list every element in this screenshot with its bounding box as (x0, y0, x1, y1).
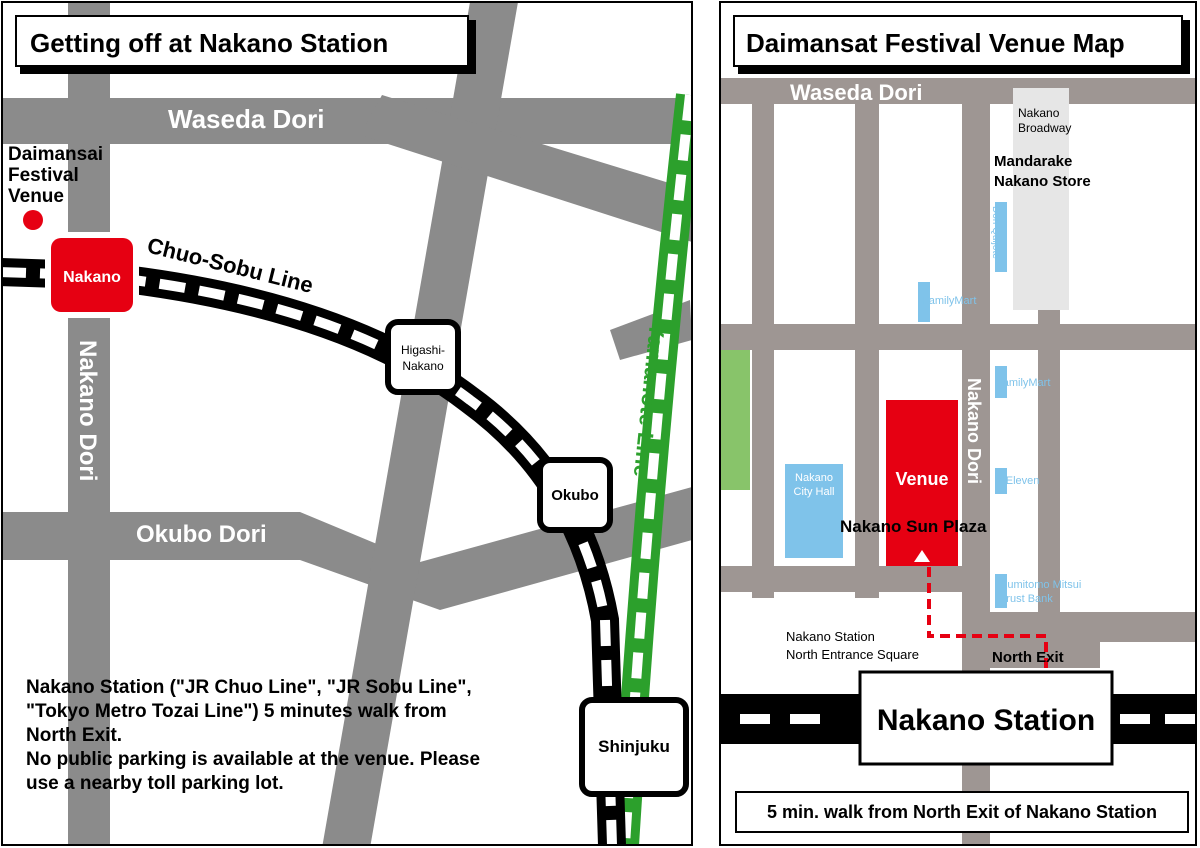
right-footer-box (735, 791, 1189, 833)
sumitomo-shop (995, 574, 1007, 608)
venue-label: Venue (895, 469, 948, 489)
diagonal-road-2 (360, 95, 692, 242)
venue-entrance-arrow (914, 550, 930, 562)
familymart-2-label: FamilyMart (996, 377, 1050, 389)
venue-building[interactable] (886, 400, 958, 566)
broadway-label-1: Nakano (1018, 106, 1060, 120)
seven-eleven-shop (995, 468, 1007, 494)
mandarake-label-1: Mandarake (994, 153, 1072, 170)
city-hall-label-1: Nakano (795, 472, 833, 484)
nakano-station[interactable] (51, 238, 133, 312)
left-title-box (15, 15, 469, 67)
left-map-border (1, 1, 693, 846)
venue-label-line-3: Venue (8, 186, 64, 207)
shinjuku-station[interactable] (579, 697, 689, 797)
left-map (2, 2, 692, 845)
higashi-nakano-label-1: Higashi- (401, 343, 445, 357)
right-roads (720, 78, 1196, 845)
shops (785, 202, 1007, 608)
walking-route (927, 567, 1048, 668)
right-map-border (719, 1, 1197, 846)
familymart-1-label: FamilyMart (922, 295, 976, 307)
okubo-dori-label: Okubo Dori (136, 521, 267, 548)
venue-label-line-1: Daimansai (8, 144, 103, 165)
right-title: Daimansat Festival Venue Map (746, 28, 1125, 58)
ns-road-4 (1038, 310, 1060, 640)
waseda-dori-road (2, 98, 692, 144)
north-square-label-2: North Entrance Square (786, 647, 919, 662)
seven-eleven-label: 7-Eleven (996, 475, 1039, 487)
left-title: Getting off at Nakano Station (30, 28, 388, 58)
right-map (720, 2, 1196, 845)
okubo-label: Okubo (551, 487, 599, 504)
access-info: Nakano Station ("JR Chuo Line", "JR Sobu… (26, 676, 546, 796)
station-track-dashes (740, 714, 1195, 724)
access-info-line-5: use a nearby toll parking lot. (26, 773, 284, 794)
shinjuku-label: Shinjuku (598, 737, 670, 756)
nakano-dori-label-right: Nakano Dori (964, 378, 984, 484)
higashi-nakano-station[interactable] (385, 319, 461, 395)
sumitomo-label-1: Sumitomo Mitsui (1000, 579, 1081, 591)
diagonal-road-1 (322, 2, 518, 845)
sun-plaza-label: Nakano Sun Plaza (840, 517, 987, 536)
nakano-station-name: Nakano Station (877, 704, 1095, 737)
waseda-dori-label: Waseda Dori (168, 104, 325, 134)
familymart-1-shop (918, 282, 930, 322)
okubo-dori-road (2, 487, 692, 610)
don-quijote-label: Don Quijote (990, 206, 1001, 259)
waseda-dori-road-right (720, 78, 1196, 104)
higashi-nakano-label-2: Nakano (402, 359, 444, 373)
don-quijote-shop (995, 202, 1007, 272)
north-exit-label: North Exit (992, 649, 1064, 666)
broadway-label-2: Broadway (1018, 121, 1071, 135)
city-hall-label-2: City Hall (794, 486, 835, 498)
ns-road-1 (752, 78, 774, 598)
nakano-station-box[interactable] (858, 670, 1114, 766)
access-info-line-1: Nakano Station ("JR Chuo Line", "JR Sobu… (26, 677, 472, 698)
nakano-broadway-building (1013, 88, 1069, 310)
ns-road-2 (855, 78, 879, 598)
mandarake-label-2: Nakano Store (994, 173, 1091, 190)
park (720, 350, 750, 490)
north-square-label-1: Nakano Station (786, 629, 875, 644)
right-footer-text: 5 min. walk from North Exit of Nakano St… (767, 802, 1157, 822)
okubo-station[interactable] (537, 457, 613, 533)
access-info-line-2: "Tokyo Metro Tozai Line") 5 minutes walk… (26, 701, 447, 722)
venue-label-line-2: Festival (8, 165, 79, 186)
nakano-dori-label: Nakano Dori (74, 340, 101, 481)
familymart-2-shop (995, 366, 1007, 398)
sumitomo-label-2: Trust Bank (1000, 593, 1053, 605)
nakano-station-label: Nakano (63, 269, 121, 286)
east-west-road-2 (720, 324, 1196, 350)
access-info-line-4: No public parking is available at the ve… (26, 749, 481, 770)
city-hall-building (785, 464, 843, 558)
chuo-sobu-line-dash (2, 267, 617, 845)
access-info-line-3: North Exit. (26, 725, 123, 746)
waseda-dori-label-right: Waseda Dori (790, 80, 922, 105)
venue-dot (23, 210, 43, 230)
nakano-dori-road (68, 2, 110, 845)
right-title-box (733, 15, 1183, 67)
